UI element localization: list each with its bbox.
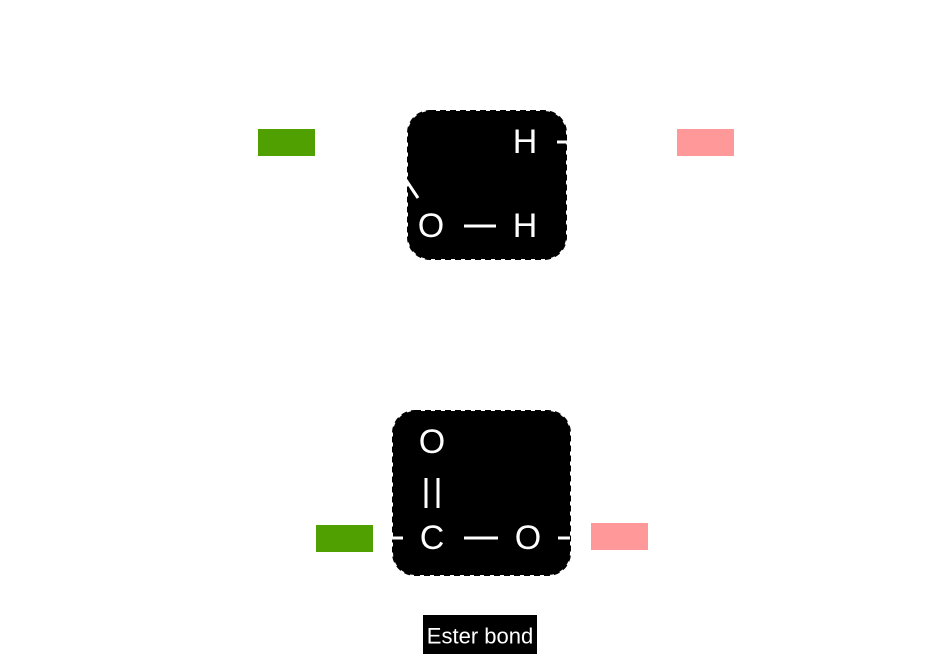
- right-group-block-bottom: [591, 523, 648, 550]
- caption-background: [423, 615, 537, 654]
- top-molecule: H O H: [258, 110, 734, 260]
- top-molecule-box: [407, 110, 567, 260]
- atom-hydrogen-top: H: [513, 123, 538, 161]
- atom-carbon: C: [420, 519, 445, 557]
- left-group-block-bottom: [316, 525, 373, 552]
- caption-group: Ester bond: [423, 615, 537, 654]
- atom-oxygen-carbonyl: O: [419, 423, 445, 461]
- bottom-molecule: O C O: [316, 410, 648, 576]
- atom-oxygen-ester: O: [515, 519, 541, 557]
- bottom-molecule-box: [392, 410, 571, 576]
- left-group-block-top: [258, 129, 315, 156]
- atom-oxygen: O: [418, 207, 444, 245]
- bond-o-left-diagonal: [404, 179, 420, 199]
- atom-hydrogen-bottom: H: [513, 207, 538, 245]
- right-group-block-top: [677, 129, 734, 156]
- caption-ester-bond: Ester bond: [427, 624, 533, 649]
